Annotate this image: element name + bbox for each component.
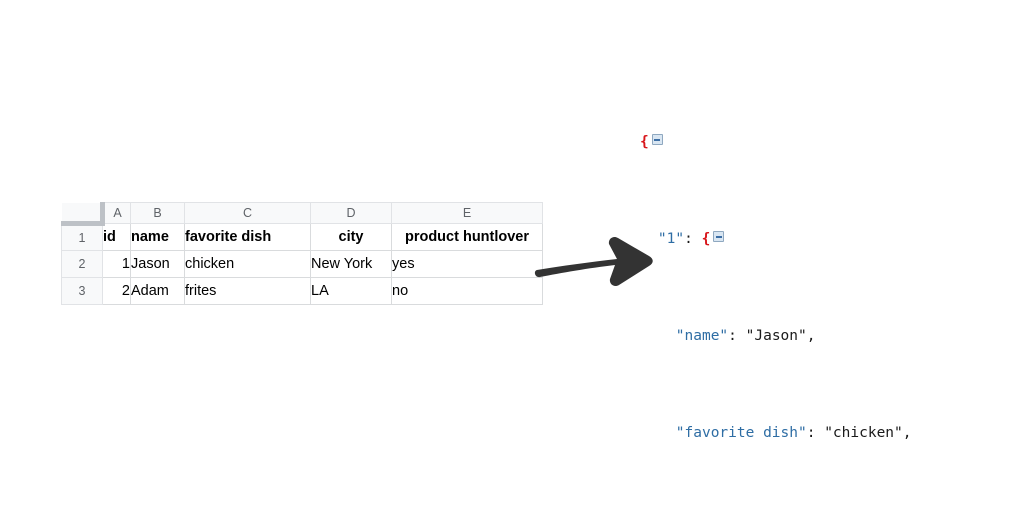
cell-b1[interactable]: name: [130, 223, 185, 251]
right-arrow-icon: [534, 236, 653, 287]
row-header-3[interactable]: 3: [61, 277, 103, 305]
cell-a1[interactable]: id: [102, 223, 131, 251]
table-row[interactable]: 1 id name favorite dish city product hun…: [61, 223, 543, 251]
json-colon: :: [684, 231, 702, 248]
json-sep: :: [728, 328, 746, 344]
cell-a2[interactable]: 1: [102, 250, 131, 278]
open-brace-1: {: [701, 231, 711, 248]
table-row[interactable]: 3 2 Adam frites LA no: [61, 277, 543, 305]
cell-a3[interactable]: 2: [102, 277, 131, 305]
row-header-1[interactable]: 1: [61, 223, 103, 251]
json-value-name-1: "Jason",: [745, 328, 816, 344]
cell-e2[interactable]: yes: [391, 250, 543, 278]
cell-c3[interactable]: frites: [184, 277, 311, 305]
cell-e3[interactable]: no: [391, 277, 543, 305]
json-code-view[interactable]: { "1": { "name": "Jason", "favorite dish…: [640, 82, 912, 512]
json-line-2: "1": {: [640, 227, 912, 251]
column-header-e[interactable]: E: [391, 202, 543, 224]
cell-b2[interactable]: Jason: [130, 250, 185, 278]
column-header-row: A B C D E: [61, 202, 543, 226]
column-header-b[interactable]: B: [130, 202, 185, 224]
cell-b3[interactable]: Adam: [130, 277, 185, 305]
json-key-favorite-dish-1: "favorite dish": [675, 424, 807, 441]
cell-c2[interactable]: chicken: [184, 250, 311, 278]
json-sep: :: [806, 424, 825, 441]
open-brace-root: {: [640, 134, 649, 151]
collapse-toggle-1-icon[interactable]: [713, 231, 725, 243]
cell-d1[interactable]: city: [310, 223, 392, 251]
json-value-favorite-dish-1: "chicken",: [824, 424, 912, 441]
json-line-3: "name": "Jason",: [640, 324, 912, 348]
collapse-toggle-root-icon[interactable]: [651, 134, 663, 146]
cell-e1[interactable]: product huntlover: [391, 223, 543, 251]
json-line-1: {: [640, 130, 912, 154]
cell-d3[interactable]: LA: [310, 277, 392, 305]
json-key-1: "1": [657, 231, 685, 248]
json-key-name-1: "name": [675, 328, 729, 344]
column-header-a[interactable]: A: [102, 202, 131, 224]
table-row[interactable]: 2 1 Jason chicken New York yes: [61, 250, 543, 278]
column-header-d[interactable]: D: [310, 202, 392, 224]
row-header-2[interactable]: 2: [61, 250, 103, 278]
cell-c1[interactable]: favorite dish: [184, 223, 311, 251]
json-line-4: "favorite dish": "chicken",: [640, 421, 912, 445]
spreadsheet-table[interactable]: A B C D E 1 id name favorite dish city p…: [61, 202, 543, 305]
cell-d2[interactable]: New York: [310, 250, 392, 278]
column-header-c[interactable]: C: [184, 202, 311, 224]
select-all-corner-icon[interactable]: [61, 202, 105, 226]
